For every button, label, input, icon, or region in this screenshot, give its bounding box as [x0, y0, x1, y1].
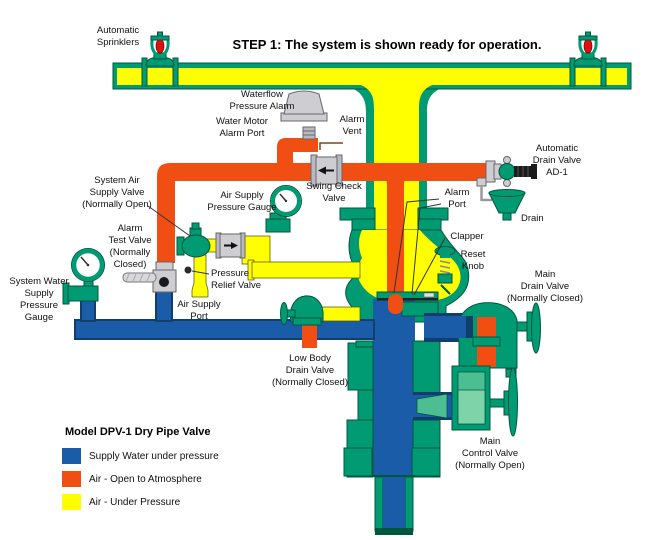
- drain-valve-handwheel: [531, 302, 541, 354]
- sprinkler-bulb: [583, 38, 593, 54]
- label-swing-check-valve: Swing Check Valve: [306, 181, 362, 204]
- label-main-control-valve: Main Control Valve (Normally Open): [455, 436, 525, 471]
- label-alarm-vent: Alarm Vent: [339, 114, 365, 137]
- sprinkler-bulb: [155, 38, 165, 54]
- label-pressure-relief-valve: Pressure Relief Valve: [211, 268, 261, 291]
- alarm-test-valve: [122, 261, 177, 293]
- low-body-drain-handwheel: [280, 302, 288, 325]
- flow-arrow-right: [231, 242, 238, 249]
- alarm-port-opening: [388, 294, 403, 314]
- legend-item-air-pressure: Air - Under Pressure: [62, 494, 219, 510]
- air-check-valve: [215, 232, 246, 259]
- automatic-drain-valve-ad1: [485, 156, 537, 187]
- clapper-assembly: [376, 291, 439, 317]
- header-air-fill: [117, 68, 627, 85]
- low-body-drain-valve: [280, 295, 361, 348]
- pressure-relief-valve-nozzle: [184, 266, 192, 274]
- drain-funnel: [488, 189, 526, 221]
- air-line-to-valve: [251, 261, 361, 279]
- flow-arrow-left: [318, 166, 326, 175]
- label-system-water-supply-pressure-gauge: System Water Supply Pressure Gauge: [9, 276, 69, 323]
- drain-drip-line: [476, 177, 492, 202]
- riser-air-fill: [352, 82, 441, 232]
- legend-swatch-blue: [62, 448, 81, 464]
- label-drain: Drain: [521, 213, 544, 224]
- label-alarm-port: Alarm Port: [444, 187, 470, 210]
- step-title: STEP 1: The system is shown ready for op…: [232, 37, 542, 52]
- automatic-sprinkler-left: [141, 31, 179, 87]
- alarm-port-passage: [381, 166, 409, 298]
- label-low-body-drain-valve: Low Body Drain Valve (Normally Closed): [271, 353, 349, 388]
- label-waterflow-pressure-alarm: Waterflow Pressure Alarm: [229, 89, 295, 112]
- system-water-supply-pressure-gauge: [62, 248, 105, 305]
- main-drain-valve: [424, 302, 541, 378]
- alarm-line-piping: [157, 138, 490, 298]
- label-system-air-supply-valve: System Air Supply Valve (Normally Open): [82, 175, 152, 210]
- legend-swatch-orange: [62, 471, 81, 487]
- main-control-valve: [413, 365, 518, 437]
- supply-water-column: [373, 299, 415, 477]
- legend-title: Model DPV-1 Dry Pipe Valve: [65, 426, 211, 438]
- label-automatic-drain-valve: Automatic Drain Valve AD-1: [532, 143, 582, 178]
- air-supply-pressure-gauge: [265, 185, 302, 233]
- air-supply-port-pipe: [191, 254, 209, 298]
- swing-check-valve: [310, 154, 343, 187]
- label-main-drain-valve: Main Drain Valve (Normally Closed): [506, 269, 584, 304]
- label-clapper: Clapper: [450, 231, 484, 242]
- air-supply-train: [176, 185, 361, 298]
- leader-lines: [147, 198, 446, 296]
- label-reset-knob: Reset Knob: [460, 249, 486, 272]
- reset-knob: [434, 246, 456, 295]
- label-alarm-test-valve: Alarm Test Valve (Normally Closed): [108, 223, 152, 270]
- waterflow-pressure-alarm-switch: [280, 90, 328, 140]
- legend-item-supply-water: Supply Water under pressure: [62, 448, 219, 464]
- label-air-supply-port: Air Supply Port: [177, 299, 221, 322]
- label-air-supply-pressure-gauge: Air Supply Pressure Gauge: [207, 190, 277, 213]
- legend-item-air-open: Air - Open to Atmosphere: [62, 471, 219, 487]
- legend-swatch-yellow: [62, 494, 81, 510]
- system-air-supply-valve: [176, 222, 211, 258]
- control-valve-handwheel: [508, 367, 518, 437]
- label-automatic-sprinklers: Automatic Sprinklers: [96, 25, 140, 48]
- legend: Model DPV-1 Dry Pipe Valve Supply Water …: [62, 426, 219, 517]
- alarm-vent-line: [319, 142, 343, 150]
- label-water-motor-alarm-port: Water Motor Alarm Port: [216, 116, 268, 139]
- automatic-sprinkler-right: [569, 31, 607, 87]
